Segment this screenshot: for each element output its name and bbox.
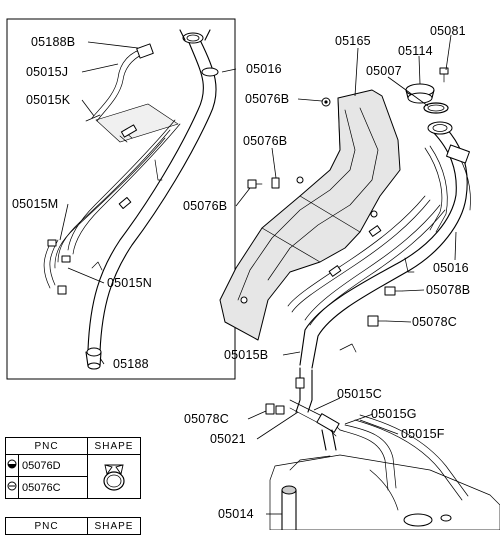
label-05081: 05081 (430, 24, 466, 38)
table2-header-pnc: PNC (5, 517, 88, 535)
table2-header-shape: SHAPE (87, 517, 141, 535)
fuel-tank-top (269, 454, 500, 530)
bolt-05076B-left (247, 177, 280, 189)
label-05015G: 05015G (371, 407, 417, 421)
minus-circle-icon (5, 476, 19, 499)
label-05076B-a: 05076B (245, 92, 289, 106)
table-header-shape: SHAPE (87, 437, 141, 455)
label-05015K: 05015K (26, 93, 71, 107)
filler-neck-cover (219, 89, 401, 341)
label-05016-right: 05016 (433, 261, 469, 275)
hose-clamp-icon (103, 464, 125, 491)
inset-frame (6, 18, 236, 380)
label-05165: 05165 (335, 34, 371, 48)
bolt-05078B (384, 286, 403, 296)
label-05015B: 05015B (224, 348, 268, 362)
label-05016-top: 05016 (246, 62, 282, 76)
label-05078C-left: 05078C (184, 412, 229, 426)
label-05114: 05114 (398, 44, 433, 58)
inset-filler-hose (85, 29, 219, 370)
grommet-05076B (321, 97, 331, 107)
label-05015M: 05015M (12, 197, 58, 211)
inset-bracket-plane (95, 103, 179, 143)
label-05021: 05021 (210, 432, 246, 446)
label-05078B: 05078B (426, 283, 470, 297)
label-05007: 05007 (366, 64, 402, 78)
label-05015J: 05015J (26, 65, 68, 79)
label-05188: 05188 (113, 357, 149, 371)
label-05188B: 05188B (31, 35, 75, 49)
table-pnc-cell: 05076D (18, 454, 88, 477)
part-labels: 05188B 05015J 05015K 05016 05015M 05015N… (12, 24, 470, 521)
right-vapor-tubes (287, 195, 446, 353)
label-05076B-c: 05076B (183, 199, 227, 213)
label-05078C-right: 05078C (412, 315, 457, 329)
bolt-05081 (439, 67, 449, 83)
label-05076B-b: 05076B (243, 134, 287, 148)
table-row: 05076D (5, 454, 141, 499)
table-row: 05076C (5, 476, 141, 499)
bolt-05078C-left (265, 403, 285, 415)
table-pnc-cell: 05076C (18, 476, 88, 499)
filled-half-circle-icon (5, 454, 19, 477)
leader-lines (59, 34, 457, 515)
fuel-cap-assembly (405, 83, 449, 114)
label-05015F: 05015F (401, 427, 445, 441)
lower-hoses (289, 367, 469, 501)
shape-table: PNC SHAPE 05076D 05076C (5, 437, 141, 499)
label-05015C: 05015C (337, 387, 382, 401)
label-05014: 05014 (218, 507, 254, 521)
shape-table-2: PNC SHAPE (5, 517, 141, 535)
inset-vent-tubes (43, 43, 181, 295)
clamp-shape-cell (87, 454, 141, 499)
bolt-05078C-right (367, 315, 387, 327)
table-header-pnc: PNC (5, 437, 88, 455)
label-05015N: 05015N (107, 276, 152, 290)
